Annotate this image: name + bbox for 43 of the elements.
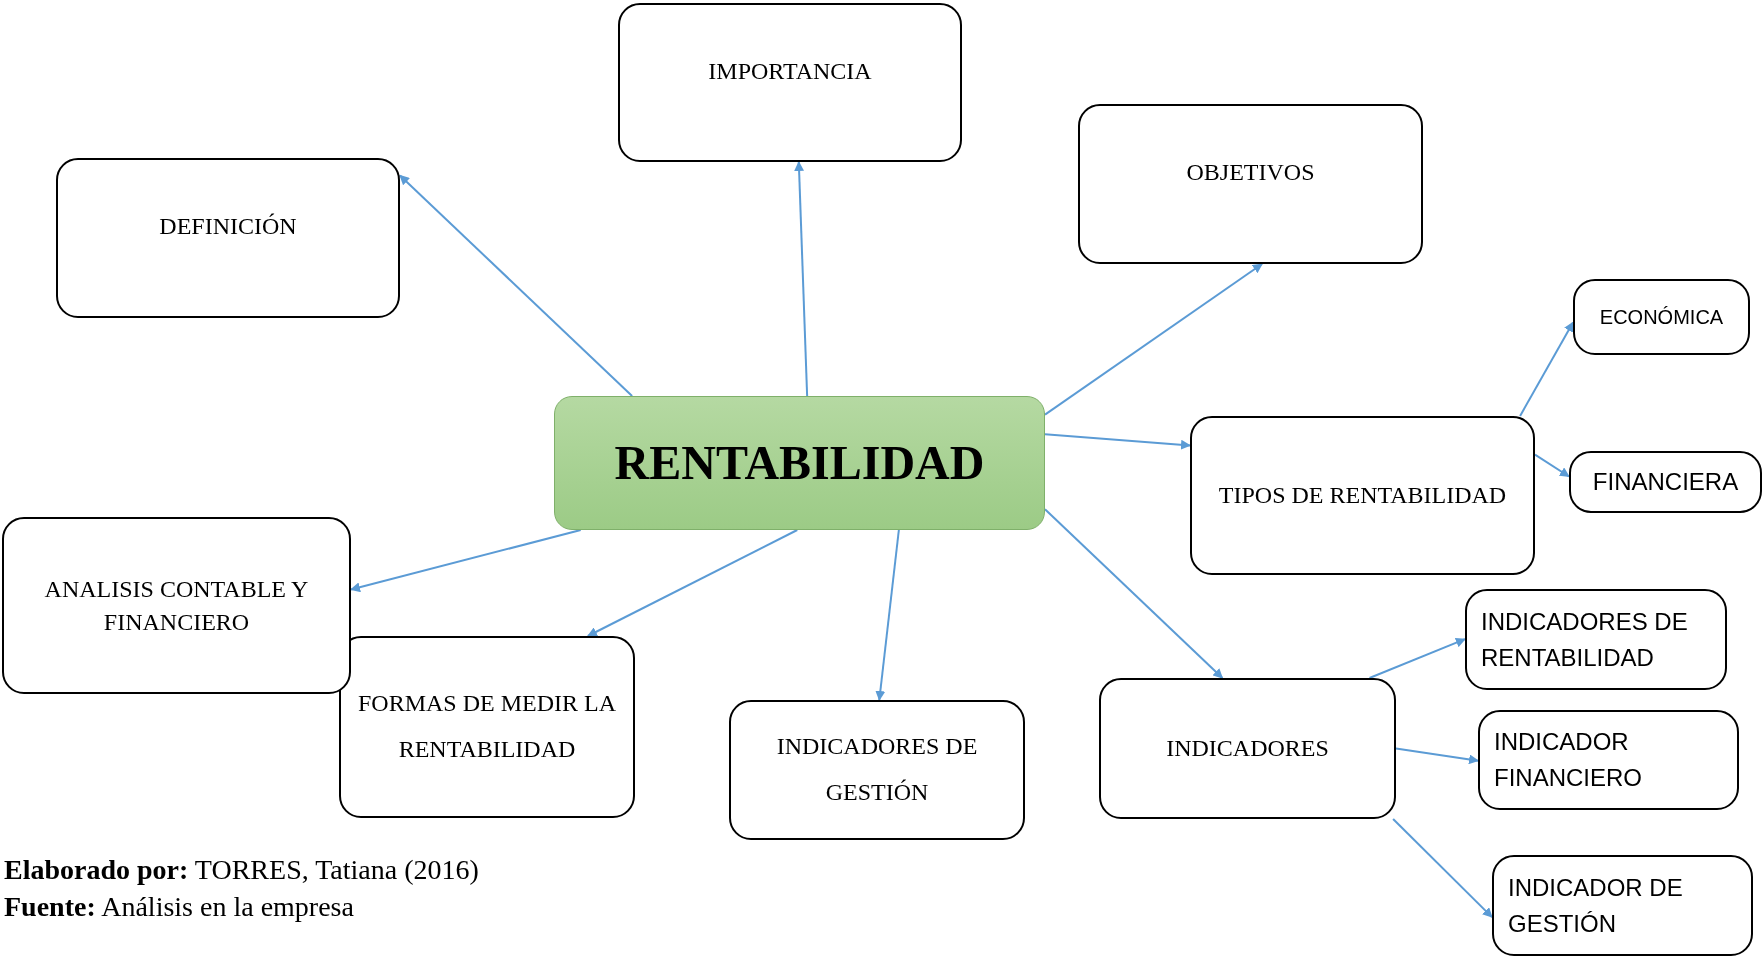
- credit-note: Elaborado por: TORRES, Tatiana (2016): [4, 854, 479, 886]
- topic-label: TIPOS DE RENTABILIDAD: [1218, 481, 1507, 511]
- arrow: [1395, 747, 1479, 765]
- topic-label: INDICADOR DE GESTIÓN: [1508, 872, 1684, 939]
- topic-label: RENTABILIDAD: [614, 435, 985, 492]
- topic-box: [1478, 710, 1739, 810]
- central-topic-box: [554, 396, 1045, 530]
- topic-box: [1465, 589, 1727, 690]
- arrow: [1392, 818, 1493, 919]
- arrow: [1534, 453, 1570, 478]
- topic-box: [56, 158, 400, 318]
- topic-label: DEFINICIÓN: [159, 212, 297, 241]
- topic-label: INDICADORES DE GESTIÓN: [775, 732, 979, 807]
- arrow: [586, 529, 799, 637]
- topic-label: INDICADOR FINANCIERO: [1494, 727, 1643, 793]
- topic-label: INDICADORES: [1166, 733, 1329, 763]
- topic-box: [1569, 451, 1762, 513]
- arrow: [1044, 433, 1191, 450]
- arrow: [1044, 263, 1264, 416]
- topic-label: FINANCIERA: [1592, 467, 1739, 498]
- arrow: [1519, 321, 1574, 417]
- credit-note: Fuente: Análisis en la empresa: [4, 891, 354, 923]
- arrow: [1044, 508, 1224, 679]
- arrow: [1368, 637, 1466, 679]
- topic-label: IMPORTANCIA: [708, 57, 872, 86]
- topic-box: [1190, 416, 1535, 575]
- arrow: [399, 174, 634, 397]
- topic-box: [1078, 104, 1423, 264]
- arrow: [350, 529, 582, 593]
- topic-label: ECONÓMICA: [1599, 305, 1724, 330]
- topic-label: ANALISIS CONTABLE Y FINANCIERO: [43, 575, 310, 637]
- topic-box: [339, 636, 635, 818]
- arrow: [794, 161, 809, 397]
- topic-box: [618, 3, 962, 162]
- arrow: [875, 529, 900, 701]
- topic-box: [729, 700, 1025, 840]
- topic-box: [1099, 678, 1396, 819]
- topic-box: [2, 517, 351, 694]
- topic-label: INDICADORES DE RENTABILIDAD: [1481, 606, 1689, 673]
- topic-label: OBJETIVOS: [1186, 158, 1315, 187]
- topic-box: [1492, 855, 1753, 956]
- topic-label: FORMAS DE MEDIR LA RENTABILIDAD: [357, 689, 617, 764]
- topic-box: [1573, 279, 1750, 355]
